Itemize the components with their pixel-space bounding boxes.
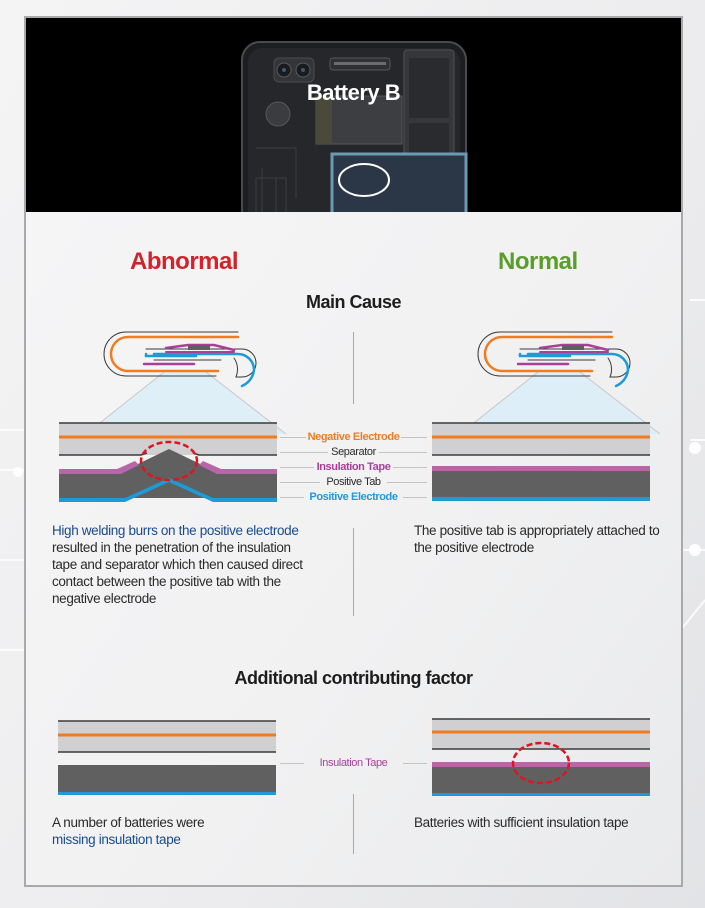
abnormal-cross-section-diagram <box>85 331 287 435</box>
defect-marker-circle <box>139 440 199 482</box>
positive-electrode-layer <box>59 478 277 502</box>
roll-negative-electrode <box>109 335 240 373</box>
positive-tab-layer <box>59 449 277 498</box>
abnormal-main-cause-text: High welding burrs on the positive elect… <box>52 523 303 606</box>
layer-legend: Negative Electrode Separator Insulation … <box>276 430 431 505</box>
abnormal-heading: Abnormal <box>130 248 239 275</box>
battery-highlight-circle <box>338 163 390 197</box>
main-cause-title: Main Cause <box>305 292 402 312</box>
legend-positive-tab: Positive Tab <box>276 475 431 490</box>
missing-tape-text: A number of batteries were missing insul… <box>52 815 205 847</box>
additional-legend: Insulation Tape <box>276 756 431 771</box>
normal-cross-section-diagram <box>459 331 661 435</box>
normal-main-cause-text: The positive tab is appropriately attach… <box>414 523 660 555</box>
abnormal-layer-diagram <box>59 422 277 502</box>
camera-module-icon <box>273 57 315 83</box>
normal-layer-diagram <box>432 422 650 501</box>
abnormal-highlight-text: High welding burrs on the positive elect… <box>52 523 299 538</box>
hero-banner: Battery B <box>26 18 681 212</box>
column-divider <box>353 332 354 404</box>
battery-icon <box>330 152 468 212</box>
legend-insulation-tape: Insulation Tape <box>276 460 431 475</box>
column-divider <box>353 528 354 616</box>
hero-title: Battery B <box>306 80 401 105</box>
legend-insulation-tape: Insulation Tape <box>276 756 431 771</box>
phone-teardown-illustration <box>241 41 468 212</box>
insulation-tape-layer <box>59 461 139 474</box>
sufficient-tape-text: Batteries with sufficient insulation tap… <box>414 815 629 830</box>
tape-highlight-circle <box>511 741 571 785</box>
additional-factor-title: Additional contributing factor <box>234 668 473 688</box>
separator-layer <box>59 452 148 456</box>
missing-tape-layer-diagram <box>58 720 276 795</box>
legend-positive-electrode: Positive Electrode <box>276 490 431 505</box>
roll-positive-electrode <box>152 352 256 388</box>
sufficient-tape-layer-diagram <box>432 718 650 796</box>
normal-heading: Normal <box>498 248 578 275</box>
legend-separator: Separator <box>276 445 431 460</box>
infographic-card: Battery B Abnormal Normal Main Cause <box>24 16 683 887</box>
column-divider <box>353 794 354 854</box>
legend-negative-electrode: Negative Electrode <box>276 430 431 445</box>
